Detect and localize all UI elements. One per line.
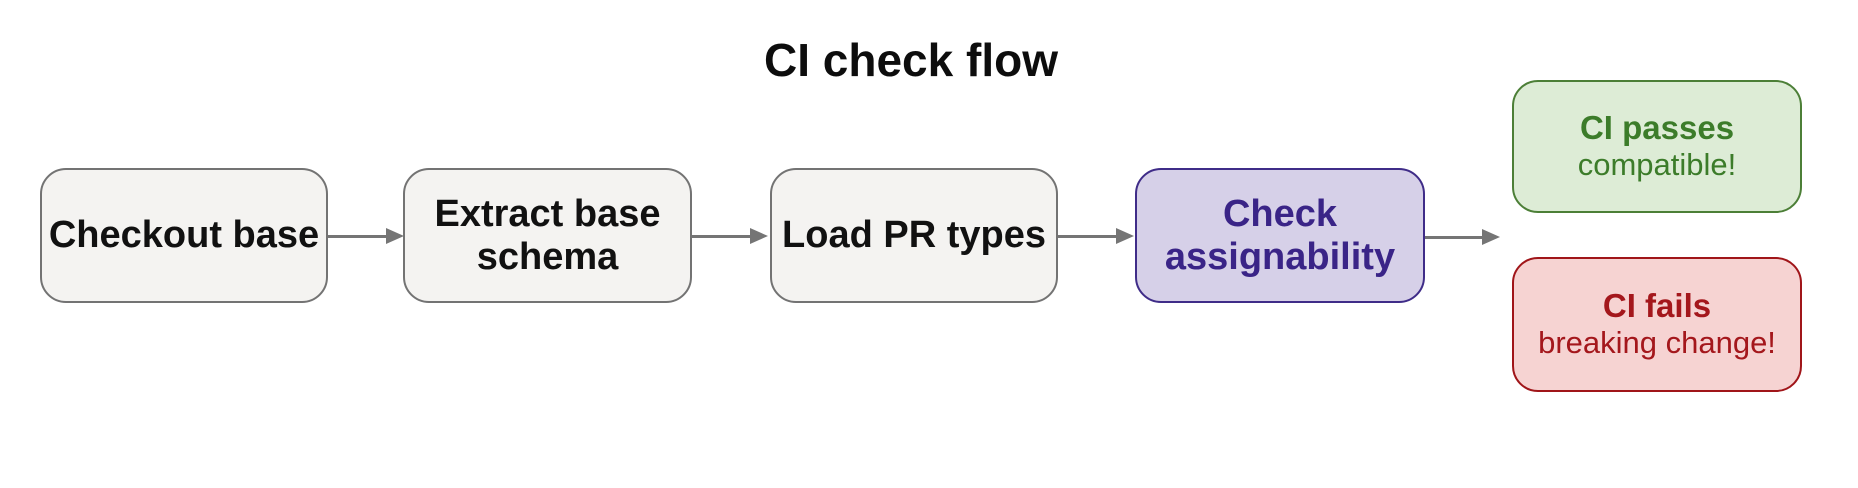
arrow-extract-to-load (692, 228, 768, 244)
arrow-checkout-to-extract (328, 228, 404, 244)
node-ci-passes: CI passes compatible! (1512, 80, 1802, 213)
node-check-assignability-label: Check assignability (1164, 192, 1396, 278)
ci-fails-heading: CI fails (1602, 286, 1712, 324)
arrowhead-right-icon (386, 228, 404, 244)
node-check-assignability: Check assignability (1135, 168, 1425, 303)
node-extract-base-schema-label: Extract base schema (434, 192, 661, 278)
arrow-shaft (1058, 234, 1117, 238)
arrow-shaft (1425, 235, 1483, 239)
node-load-pr-types-label: Load PR types (782, 214, 1046, 257)
node-ci-fails: CI fails breaking change! (1512, 257, 1802, 392)
arrow-check-to-outcomes (1425, 229, 1500, 245)
arrow-shaft (328, 234, 387, 238)
ci-fails-detail: breaking change! (1538, 324, 1776, 360)
ci-fails-text: CI fails breaking change! (1538, 286, 1776, 362)
diagram-title: CI check flow (764, 34, 1058, 86)
ci-passes-text: CI passes compatible! (1577, 108, 1737, 184)
arrowhead-right-icon (1482, 229, 1500, 245)
arrowhead-right-icon (750, 228, 768, 244)
arrow-load-to-check (1058, 228, 1134, 244)
node-checkout-base: Checkout base (40, 168, 328, 303)
node-extract-base-schema: Extract base schema (403, 168, 692, 303)
ci-passes-heading: CI passes (1579, 108, 1735, 146)
ci-passes-detail: compatible! (1577, 146, 1737, 182)
arrowhead-right-icon (1116, 228, 1134, 244)
node-checkout-base-label: Checkout base (48, 214, 320, 257)
node-load-pr-types: Load PR types (770, 168, 1058, 303)
arrow-shaft (692, 234, 751, 238)
